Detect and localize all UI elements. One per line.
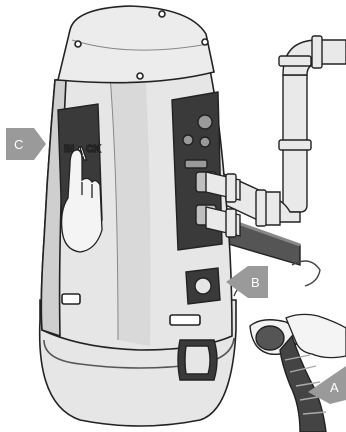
carry-handle [178,340,217,380]
svg-text:C: C [14,137,23,152]
svg-text:CK: CK [86,144,101,155]
power-switch [186,268,220,304]
svg-text:B: B [251,275,260,290]
callout-c: C [6,128,46,160]
callout-b: B [226,266,268,298]
svg-text:A: A [330,380,339,395]
